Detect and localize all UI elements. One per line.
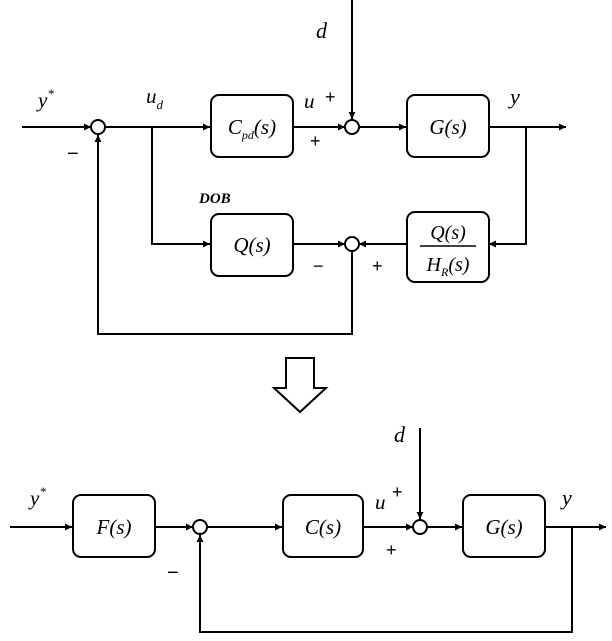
top-minus-sign-1: − <box>67 143 79 165</box>
top-sum-junction-3 <box>345 237 359 251</box>
bottom-plus-sign-below: + <box>386 540 397 560</box>
qh-denominator: HR(s) <box>426 254 470 279</box>
top-diagram <box>22 0 566 334</box>
bottom-sum-junction-2 <box>413 520 427 534</box>
bottom-plus-sign-u: + <box>392 482 403 502</box>
f-block-label: F(s) <box>96 515 132 539</box>
transform-arrow <box>274 358 326 412</box>
bottom-input-label: y* <box>28 484 46 510</box>
top-sum-junction-1 <box>91 120 105 134</box>
bottom-d-label: d <box>394 422 406 447</box>
top-g-block-label: G(s) <box>429 115 466 139</box>
bottom-g-block-label: G(s) <box>485 515 522 539</box>
top-plus-sign-dob: + <box>372 256 383 276</box>
top-u-label: u <box>304 89 315 113</box>
q-block-label: Q(s) <box>233 233 270 257</box>
bottom-u-label: u <box>375 490 386 514</box>
top-input-label: y* <box>36 86 54 112</box>
dob-label: DOB <box>198 191 231 207</box>
top-y-label: y <box>508 84 520 109</box>
bottom-y-label: y <box>560 485 572 510</box>
top-plus-sign-below: + <box>310 131 321 151</box>
top-ud-label: ud <box>146 84 164 112</box>
top-ud-branch-to-q <box>152 127 210 244</box>
top-feedback-to-qh <box>489 127 526 244</box>
top-sum-junction-2 <box>345 120 359 134</box>
top-d-label: d <box>316 18 328 43</box>
c-block-label: C(s) <box>305 515 341 539</box>
top-cpd-block <box>211 95 293 157</box>
bottom-minus-sign: − <box>167 562 179 584</box>
bottom-sum-junction-1 <box>193 520 207 534</box>
qh-numerator: Q(s) <box>430 222 466 244</box>
top-plus-sign-u: + <box>325 87 336 107</box>
top-minus-sign-dob: − <box>313 256 324 276</box>
